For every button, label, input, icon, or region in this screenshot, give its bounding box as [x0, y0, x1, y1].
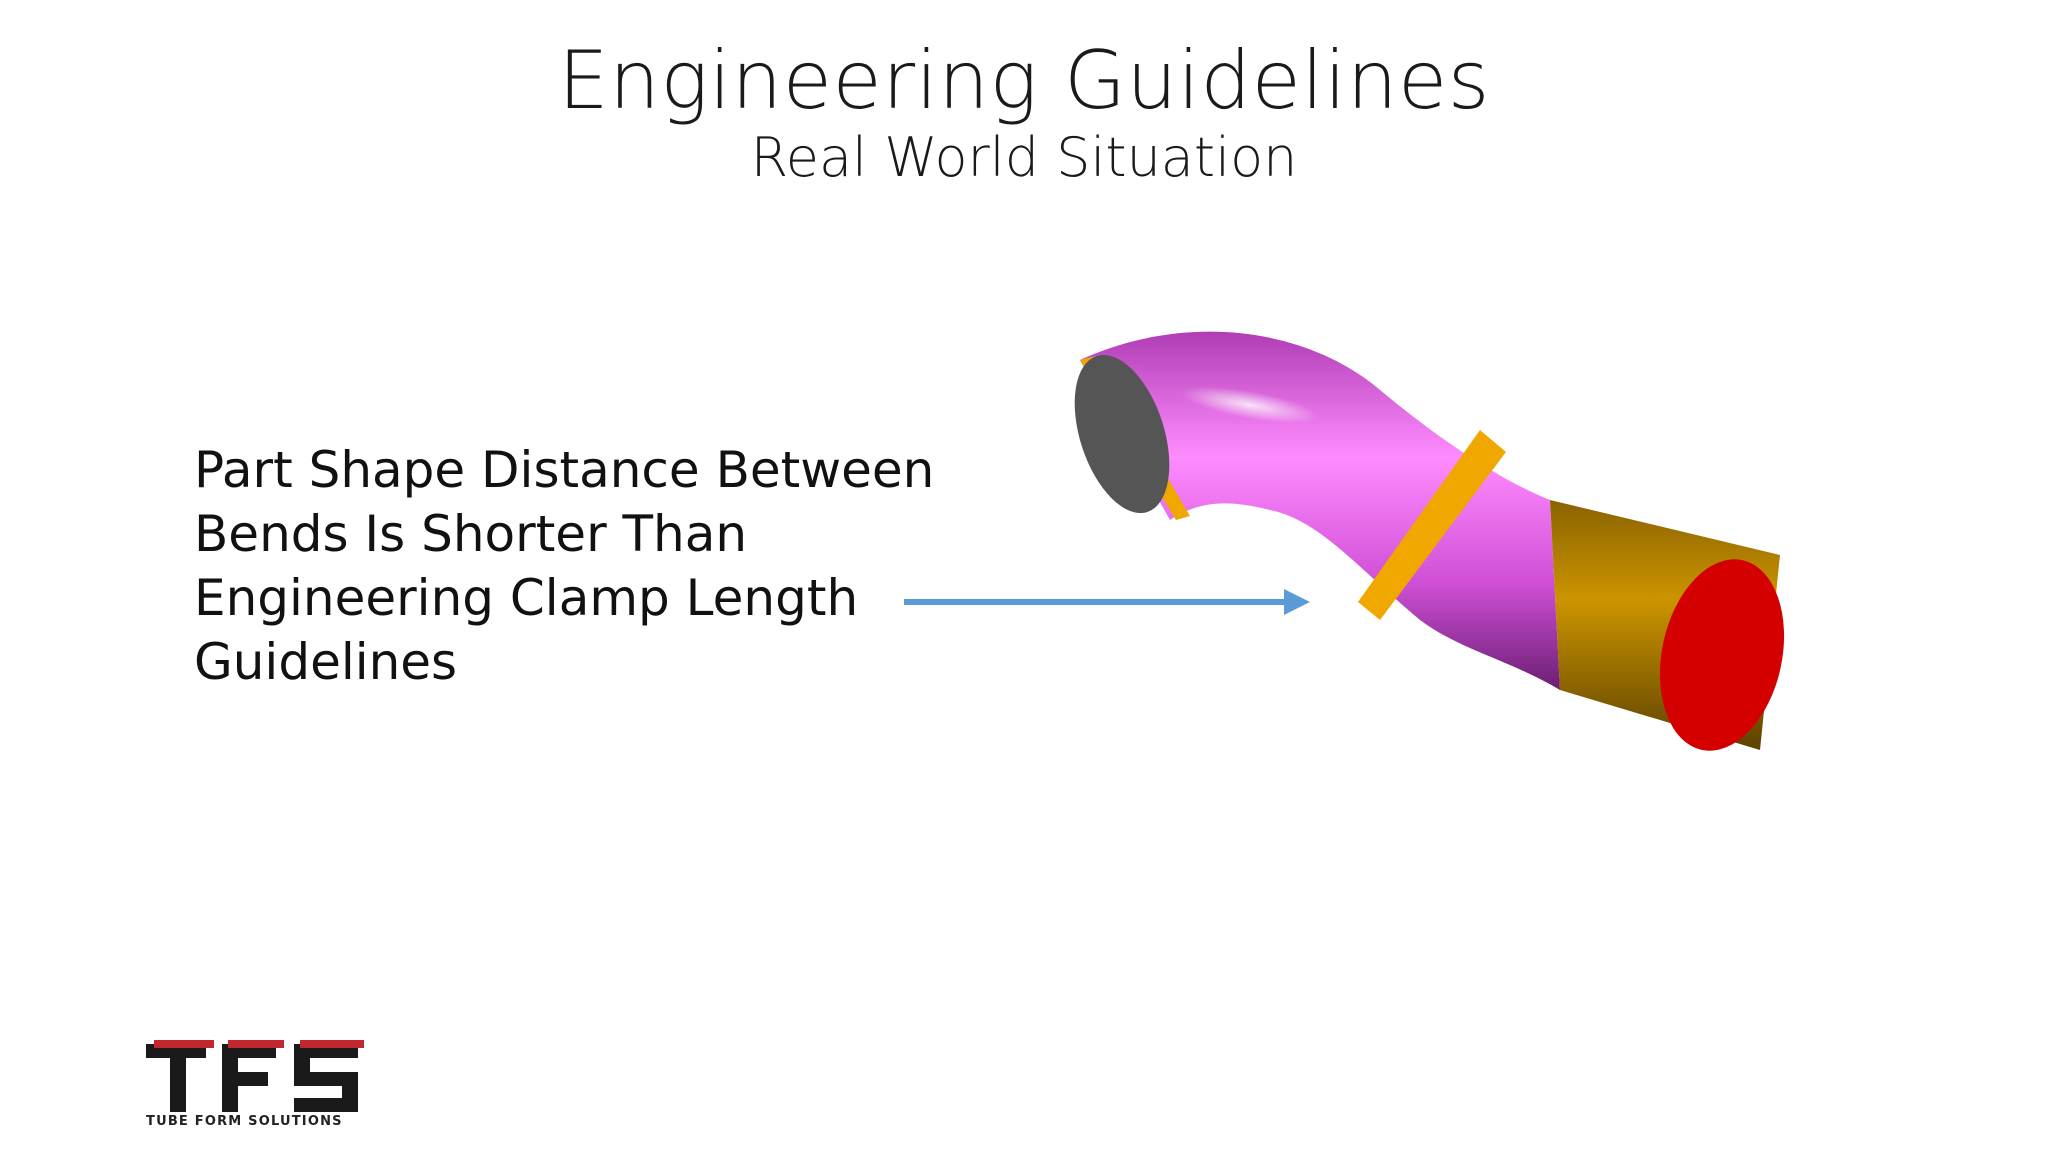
bent-tube-illustration: [1074, 331, 1785, 751]
tfs-logo: [146, 1040, 364, 1112]
body-text: Part Shape Distance Between Bends Is Sho…: [194, 438, 954, 694]
slide-title: Engineering Guidelines: [558, 34, 1490, 127]
body-line: Engineering Clamp Length: [194, 569, 859, 627]
slide-subtitle: Real World Situation: [750, 126, 1298, 189]
body-line: Bends Is Shorter Than: [194, 505, 748, 563]
body-line: Part Shape Distance Between: [194, 441, 935, 499]
logo-caption: TUBE FORM SOLUTIONS: [146, 1114, 343, 1129]
body-line: Guidelines: [194, 633, 458, 691]
pointer-arrow: [904, 589, 1310, 615]
